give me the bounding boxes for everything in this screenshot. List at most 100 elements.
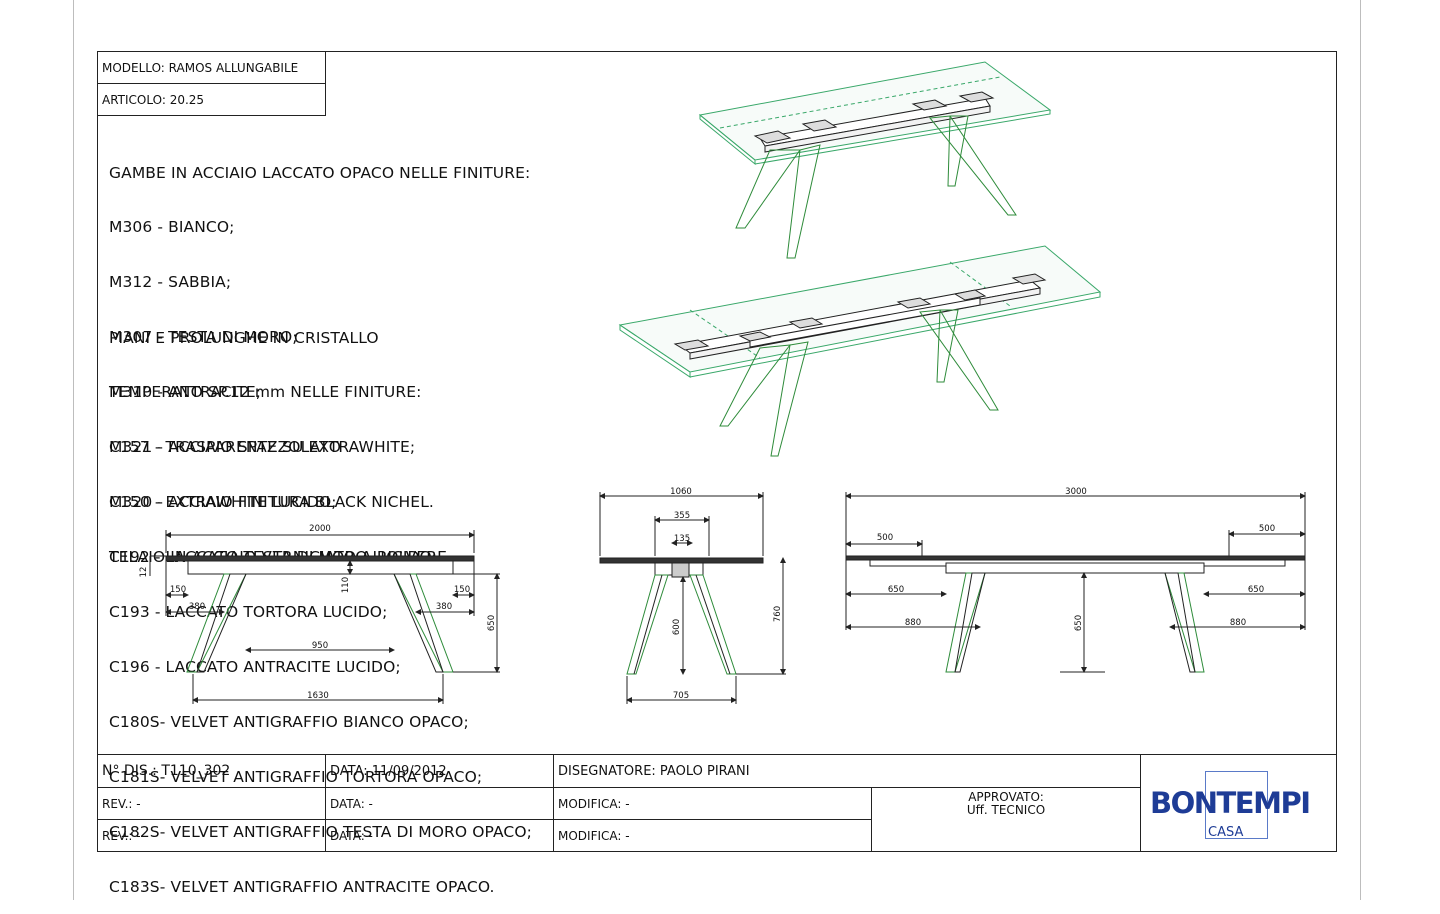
extension-pad [801,119,838,132]
designer: DISEGNATORE: PAOLO PIRANI [553,754,1141,788]
spec-line: C150 - EXTRAWHITE LUCIDO; [109,493,337,512]
revision-2-change: MODIFICA: - [553,819,872,852]
revision-2: REV.: - [97,819,326,852]
revision-2-text: REV.: - [102,828,141,843]
revision-1-text: REV.: - [102,796,141,811]
table-leg [919,309,999,411]
front-extended-dim-labels: 3000 500 500 650 650 880 880 650 [877,487,1275,631]
table-leg [626,574,669,675]
revision-1-date-text: DATA: - [330,796,373,811]
dim-label: 135 [674,534,690,544]
iso-view-extended [618,245,1102,457]
table-top [845,555,1306,561]
dim-label: 1060 [670,487,692,497]
extension-pad [673,339,710,351]
table-leg [954,572,986,673]
extension-pad [1011,273,1047,285]
table-leg [770,341,809,457]
title-block: N° DIS.: T110_302 DATA: 11/09/2012 DISEG… [97,754,1337,852]
dim-label: 760 [773,606,783,622]
dim-label: 650 [888,585,904,595]
spec-line: C157 - TRASPARENTE SU EXTRAWHITE; [109,438,416,457]
dim-label: 380 [189,602,205,612]
table-leg [929,115,1017,216]
drawing-date-text: DATA: 11/09/2012 [330,763,447,779]
dim-label: 650 [487,615,497,631]
extension-pad [788,317,824,329]
spec-line: M306 - BIANCO; [109,218,235,237]
dim-label: 12 [139,567,149,578]
table-frame [187,560,454,575]
frame-section [671,562,690,578]
approval-label: APPROVATO: [968,790,1044,804]
sheet-right-edge [1360,0,1361,900]
front-view-extended [845,492,1306,673]
revision-2-date: DATA: - [325,819,554,852]
extension-pad [911,99,948,111]
article-text: ARTICOLO: 20.25 [102,92,205,107]
spec-line: C183S- VELVET ANTIGRAFFIO ANTRACITE OPAC… [109,877,495,896]
drawing-date: DATA: 11/09/2012 [325,754,554,788]
glass-hidden-line [719,76,1001,129]
glass-hidden-line [949,261,1011,307]
revision-1-change-text: MODIFICA: - [558,796,630,811]
dim-label: 705 [673,691,689,701]
spec-line: M321 - ACCIAIO SPAZZOLATO [109,438,342,457]
extension-pad [953,289,987,301]
revision-2-change-text: MODIFICA: - [558,828,630,843]
glass-top-edge [754,110,1051,165]
spec-line: M320 - ACCIAIO FINITURA BLACK NICHEL. [109,492,434,511]
front-view-closed [149,530,500,704]
dim-label: 3000 [1065,487,1087,497]
table-top [165,555,475,562]
dim-label: 380 [436,602,452,612]
table-leg [186,573,247,673]
bontempi-logo: BONTEMPI CASA [1148,768,1333,842]
dim-label: 1630 [307,691,329,701]
dim-label: 500 [877,533,893,543]
dim-label: 650 [1248,585,1264,595]
designer-text: DISEGNATORE: PAOLO PIRANI [558,763,750,779]
logo-frame [1205,771,1268,839]
dim-label: 880 [1230,618,1246,628]
spec-line: C181S- VELVET ANTIGRAFFIO TORTORA OPACO; [109,767,483,786]
table-leg-inner [633,574,663,675]
tops-finishes-spec: PIANI E PROLUNGHE IN CRISTALLO TEMPERATO… [109,292,532,914]
dim-label: 500 [1259,524,1275,534]
approval-office: Uff. TECNICO [966,803,1046,817]
table-leg [719,344,792,427]
spec-line: M312 - SABBIA; [109,273,232,292]
dim-label: 600 [672,619,682,635]
model-text: MODELLO: RAMOS ALLUNGABILE [102,60,299,75]
glass-hidden-line [689,309,761,359]
spec-line: M307 - TESTA DI MORO; [109,328,298,347]
revision-2-date-text: DATA: - [330,828,373,843]
table-leg [1164,572,1196,673]
spec-line: C180S- VELVET ANTIGRAFFIO BIANCO OPACO; [109,712,469,731]
side-dim-labels: 1060 355 135 600 760 705 [670,487,783,701]
iso-view-closed [698,61,1052,259]
table-leg [936,309,959,383]
dim-label: 355 [674,511,690,521]
table-leg [786,144,821,259]
spec-line: PIANI E PROLUNGHE IN CRISTALLO [109,328,379,347]
glass-top-edge [689,292,1101,378]
drawing-number-text: N° DIS.: T110_302 [102,763,231,779]
spec-line: GAMBE IN ACCIAIO LACCATO OPACO NELLE FIN… [109,163,531,182]
revision-1: REV.: - [97,787,326,820]
table-leg [393,573,444,673]
table-top [599,557,764,564]
table-frame [945,562,1205,574]
table-leg [393,573,454,673]
logo-wordmark: BONTEMPI [1150,786,1311,820]
front-closed-dim-labels: 2000 12 150 380 110 150 380 650 950 1630 [139,524,497,701]
article-label: ARTICOLO: 20.25 [97,83,326,116]
extension-pad [896,297,932,309]
dim-label: 2000 [309,524,331,534]
table-leg [735,149,801,229]
revision-1-date: DATA: - [325,787,554,820]
frame-center [749,297,981,348]
dim-label: 150 [454,585,470,595]
table-leg [945,572,986,673]
